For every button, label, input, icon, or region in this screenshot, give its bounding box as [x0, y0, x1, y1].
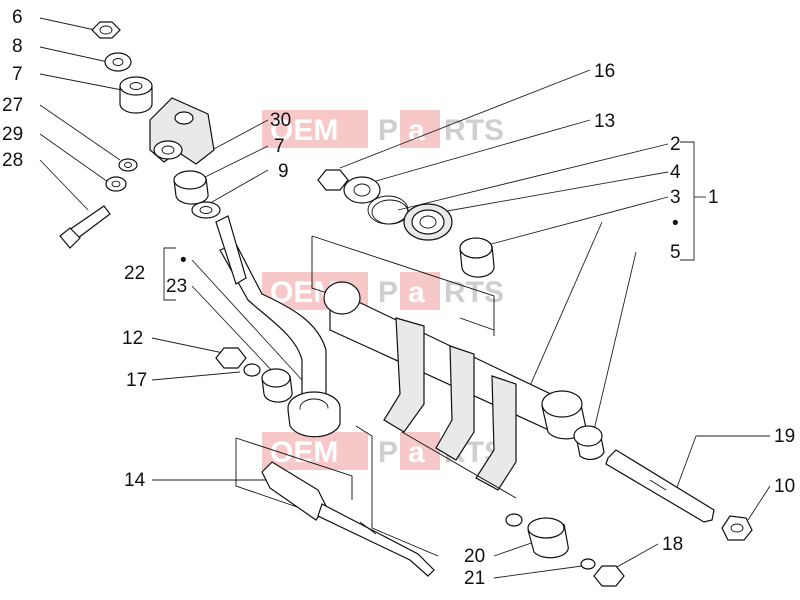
label-22-dot: • [180, 250, 187, 271]
washer-8 [104, 52, 132, 72]
svg-text:OEM: OEM [270, 114, 338, 147]
label-18: 18 [662, 534, 683, 555]
watermark-top: OEM P a RTS [262, 110, 504, 148]
label-17: 17 [126, 370, 147, 391]
washer-21 [580, 558, 596, 570]
label-3: 3 [670, 187, 681, 208]
part-labels: 6 8 7 27 29 28 30 7 9 16 13 2 4 3 1 • 5 … [2, 7, 795, 589]
bolt-28 [59, 205, 111, 249]
washer-9 [191, 201, 221, 219]
nut-12 [215, 347, 247, 369]
svg-text:a: a [408, 114, 425, 147]
nut-18 [593, 565, 625, 587]
bushing-7-top [119, 76, 153, 114]
label-22: 22 [124, 263, 145, 284]
bushing-23 [261, 368, 293, 403]
label-10: 10 [774, 476, 795, 497]
label-1: 1 [708, 187, 719, 208]
label-1-dot: • [672, 213, 679, 234]
svg-text:a: a [408, 436, 425, 469]
ring-2 [367, 195, 409, 225]
label-14: 14 [124, 470, 146, 491]
bushing-3 [459, 237, 495, 278]
nut-6 [91, 21, 121, 39]
label-6: 6 [12, 7, 23, 28]
svg-text:RTS: RTS [444, 114, 504, 147]
svg-text:P: P [378, 114, 398, 147]
nut-16 [317, 169, 349, 191]
label-7-bottom: 7 [274, 136, 285, 157]
label-2: 2 [670, 134, 681, 155]
bushing-7-bottom [173, 170, 209, 205]
label-23: 23 [166, 276, 187, 297]
label-5: 5 [670, 242, 681, 263]
bracket-30 [149, 97, 215, 165]
label-27: 27 [2, 95, 23, 116]
label-16: 16 [594, 61, 615, 82]
label-30: 30 [270, 110, 291, 131]
watermark-middle: OEM P a RTS [262, 272, 504, 310]
svg-text:P: P [378, 276, 398, 309]
shaft-14 [261, 461, 435, 577]
bearing-4 [403, 203, 453, 241]
swing-arm-frame-1 [323, 281, 587, 499]
svg-text:RTS: RTS [444, 276, 504, 309]
label-19: 19 [774, 426, 795, 447]
label-8: 8 [12, 36, 23, 57]
label-4: 4 [670, 162, 681, 183]
label-12: 12 [122, 328, 143, 349]
label-20: 20 [464, 546, 485, 567]
label-13: 13 [594, 111, 615, 132]
link-arm-23 [215, 215, 341, 438]
washer-29 [105, 176, 127, 192]
label-7-top: 7 [12, 64, 23, 85]
washer-17 [243, 363, 261, 377]
washer-27 [118, 158, 138, 172]
label-9: 9 [278, 161, 289, 182]
svg-text:P: P [378, 436, 398, 469]
label-28: 28 [2, 150, 23, 171]
bushing-13 [343, 176, 381, 204]
leader-lines [39, 17, 771, 579]
pin-19 [605, 449, 715, 523]
label-29: 29 [2, 124, 23, 145]
bushing-20 [505, 513, 569, 559]
label-21: 21 [464, 568, 485, 589]
nut-10 [721, 515, 753, 541]
svg-text:a: a [408, 276, 425, 309]
bushing-5 [573, 425, 605, 460]
